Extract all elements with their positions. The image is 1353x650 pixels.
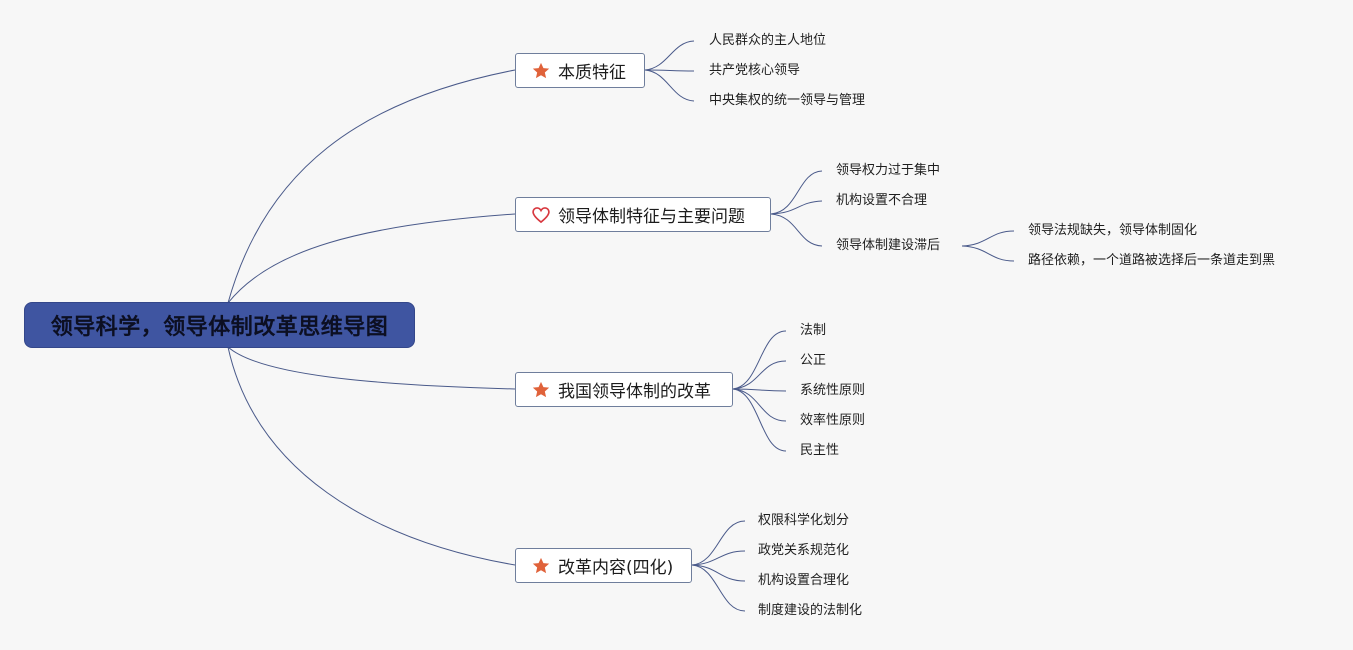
subtopic[interactable]: 民主性 [800,443,840,458]
subtopic[interactable]: 机构设置不合理 [836,193,928,208]
subtopic[interactable]: 公正 [800,353,827,368]
connector-b1-2 [770,213,823,247]
subtopic[interactable]: 权限科学化划分 [758,513,850,528]
sub-subtopic[interactable]: 领导法规缺失，领导体制固化 [1028,223,1198,238]
connector-b0-1 [644,69,695,72]
subtopic[interactable]: 制度建设的法制化 [758,603,863,618]
topic-label: 改革内容(四化) [558,558,674,578]
subtopic[interactable]: 共产党核心领导 [709,63,801,78]
subtopic[interactable]: 机构设置合理化 [758,573,850,588]
connector-b3-3 [691,564,746,612]
subtopic[interactable]: 政党关系规范化 [758,543,850,558]
connector-b3-1 [691,550,746,566]
topic-label: 领导体制特征与主要问题 [558,207,745,227]
connector-b2-3 [732,388,787,422]
connector-b1-sub-0 [961,230,1015,247]
subtopic[interactable]: 人民群众的主人地位 [709,33,827,48]
star-icon [530,379,552,401]
connector-b1-0 [770,170,823,215]
topic-reform[interactable]: 我国领导体制的改革 [515,372,733,407]
connector-root-b1 [227,213,516,304]
topic-label: 我国领导体制的改革 [558,382,711,402]
topic-label: 本质特征 [558,63,626,83]
subtopic[interactable]: 效率性原则 [800,413,866,428]
connector-b2-2 [732,388,787,392]
connector-b3-0 [691,520,746,566]
sub-subtopic[interactable]: 路径依赖，一个道路被选择后一条道走到黑 [1028,253,1276,268]
connector-root-b3 [227,346,516,566]
connector-root-b2 [227,346,516,390]
topic-reform-content[interactable]: 改革内容(四化) [515,548,692,583]
star-icon [530,60,552,82]
connector-b0-2 [644,69,695,102]
subtopic[interactable]: 法制 [800,323,827,338]
root-topic[interactable]: 领导科学，领导体制改革思维导图 [25,303,414,347]
connector-b0-0 [644,40,695,71]
subtopic[interactable]: 中央集权的统一领导与管理 [709,93,866,108]
connector-b2-0 [732,330,787,390]
topic-essential-features[interactable]: 本质特征 [515,53,645,88]
root-topic-label: 领导科学，领导体制改革思维导图 [50,315,389,340]
connector-b2-1 [732,360,787,390]
heart-icon [530,204,552,226]
connector-b1-1 [770,200,823,215]
connector-b3-2 [691,564,746,582]
subtopic[interactable]: 系统性原则 [800,383,866,398]
connector-b2-4 [732,388,787,452]
topic-system-issues[interactable]: 领导体制特征与主要问题 [515,197,771,232]
subtopic[interactable]: 领导权力过于集中 [836,163,941,178]
connector-b1-sub-1 [961,245,1015,262]
star-icon [530,555,552,577]
connector-root-b0 [227,69,516,304]
subtopic[interactable]: 领导体制建设滞后 [836,238,941,253]
